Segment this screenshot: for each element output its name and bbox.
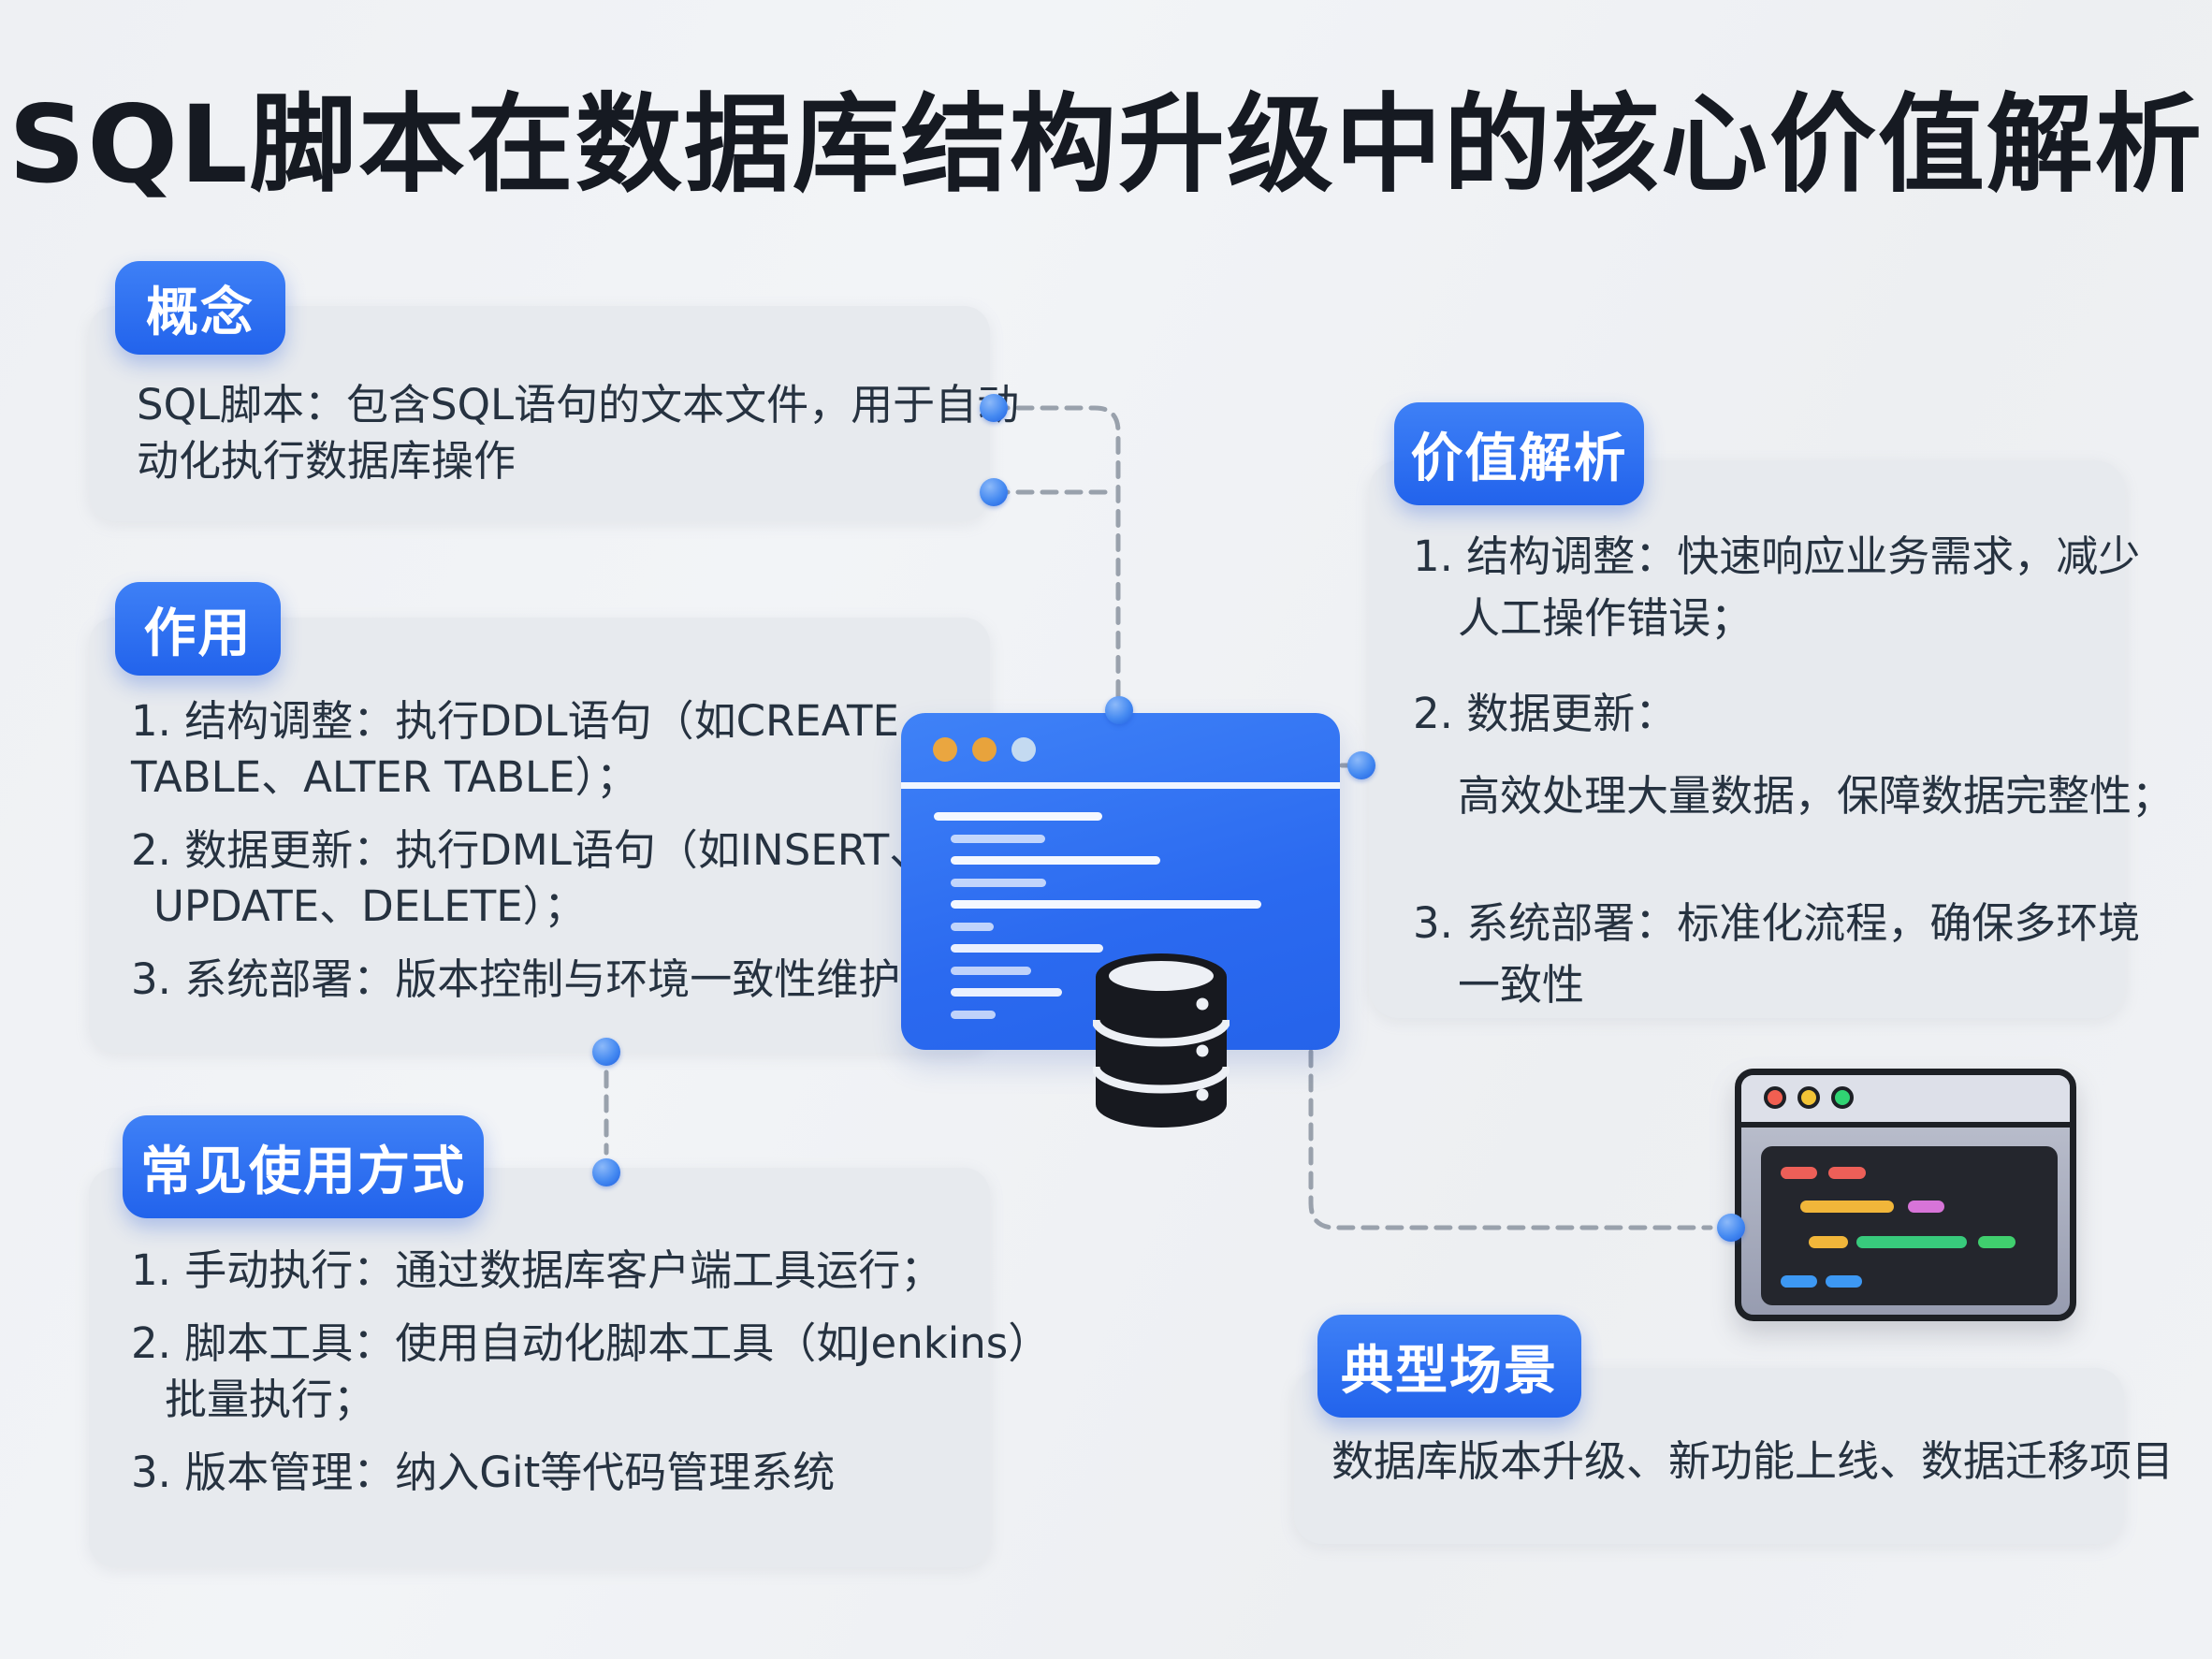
window-control-dot-icon — [972, 737, 997, 762]
window-control-dot-icon — [1011, 737, 1036, 762]
database-dot — [1196, 1044, 1209, 1057]
badge-scenario-label: 典型场景 — [1341, 1340, 1558, 1402]
badge-concept-label: 概念 — [146, 282, 255, 343]
code-segment — [1908, 1201, 1944, 1213]
usage-line: 批量执行； — [165, 1375, 376, 1424]
connector-dot — [592, 1158, 620, 1186]
value-line: 人工操作错误； — [1458, 593, 1754, 643]
database-dot — [1196, 1088, 1209, 1101]
usage-item: 2. 脚本工具：使用自动化脚本工具（如Jenkins） 批量执行； — [131, 1316, 1051, 1428]
code-segment — [1809, 1236, 1848, 1248]
role-line: 3. 系统部署：版本控制与环境一致性维护 — [131, 954, 901, 1004]
code-line — [951, 923, 994, 931]
value-line: 高效处理大量数据，保障数据完整性； — [1458, 771, 2175, 821]
role-line: UPDATE、DELETE）； — [153, 881, 587, 931]
window-separator — [901, 782, 1340, 789]
connector-dot — [980, 394, 1008, 422]
window-control-dot-icon — [933, 737, 957, 762]
code-line — [951, 944, 1103, 953]
badge-value-label: 价值解析 — [1410, 428, 1628, 489]
connector-dot — [592, 1038, 620, 1066]
role-item: 3. 系统部署：版本控制与环境一致性维护 — [131, 952, 962, 1008]
code-segment — [1978, 1236, 2016, 1248]
code-segment — [1828, 1167, 1866, 1179]
editor-titlebar — [1741, 1075, 2070, 1128]
code-segment — [1856, 1236, 1967, 1248]
code-line — [951, 900, 1261, 909]
traffic-light-green-icon — [1831, 1086, 1854, 1109]
code-line — [934, 812, 1102, 821]
card-concept: SQL脚本：包含SQL语句的文本文件，用于自动 动化执行数据库操作 — [89, 306, 1020, 521]
code-line — [951, 988, 1062, 997]
code-segment — [1781, 1167, 1817, 1179]
card-role: 1. 结构调整：执行DDL语句（如CREATE TABLE、ALTER TABL… — [89, 618, 990, 1053]
connector-dot — [1105, 696, 1133, 724]
database-stripe — [1093, 1066, 1230, 1094]
code-line — [951, 879, 1046, 887]
usage-line: 3. 版本管理：纳入Git等代码管理系统 — [131, 1448, 836, 1497]
card-usage: 1. 手动执行：通过数据库客户端工具运行； 2. 脚本工具：使用自动化脚本工具（… — [89, 1168, 1051, 1567]
database-stripe — [1093, 1019, 1230, 1047]
role-item: 1. 结构调整：执行DDL语句（如CREATE TABLE、ALTER TABL… — [131, 693, 962, 806]
usage-item: 3. 版本管理：纳入Git等代码管理系统 — [131, 1445, 962, 1501]
scenario-line: 数据库版本升级、新功能上线、数据迁移项目 — [1332, 1436, 2175, 1486]
connector-concept-to-window — [991, 405, 1121, 699]
role-line: 2. 数据更新：执行DML语句（如INSERT、 — [131, 825, 932, 875]
database-icon — [1093, 953, 1230, 1128]
code-editor-illustration — [1735, 1069, 2076, 1321]
connector-dot — [1347, 751, 1375, 779]
traffic-light-red-icon — [1764, 1086, 1786, 1109]
badge-concept: 概念 — [115, 261, 285, 355]
card-value: 1. 结构调整：快速响应业务需求，减少 人工操作错误； 2. 数据更新： 高效处… — [1369, 460, 2175, 1018]
badge-usage-label: 常见使用方式 — [140, 1141, 466, 1202]
code-segment — [1826, 1275, 1862, 1288]
role-line: TABLE、ALTER TABLE）； — [131, 752, 638, 802]
value-line: 1. 结构调整：快速响应业务需求，减少 — [1413, 531, 2141, 581]
badge-role: 作用 — [115, 582, 281, 676]
value-item: 3. 系统部署：标准化流程，确保多环境 一致性 — [1413, 893, 2141, 1016]
badge-role-label: 作用 — [143, 603, 253, 664]
value-line: 2. 数据更新： — [1413, 689, 1678, 738]
role-line: 1. 结构调整：执行DDL语句（如CREATE — [131, 696, 899, 746]
connector-dot — [980, 478, 1008, 506]
value-item: 2. 数据更新： 高效处理大量数据，保障数据完整性； — [1413, 683, 2175, 827]
usage-line: 2. 脚本工具：使用自动化脚本工具（如Jenkins） — [131, 1318, 1051, 1368]
value-line: 3. 系统部署：标准化流程，确保多环境 — [1413, 898, 2141, 948]
code-segment — [1800, 1201, 1894, 1213]
code-segment — [1781, 1275, 1817, 1288]
code-line — [951, 856, 1160, 865]
badge-value: 价值解析 — [1394, 402, 1644, 505]
database-dot — [1196, 997, 1209, 1011]
concept-line: 动化执行数据库操作 — [137, 436, 517, 486]
role-item: 2. 数据更新：执行DML语句（如INSERT、 UPDATE、DELETE）； — [131, 822, 962, 935]
database-top — [1109, 961, 1214, 991]
code-line — [951, 967, 1031, 975]
editor-code-panel — [1761, 1146, 2058, 1305]
value-line: 一致性 — [1458, 960, 1585, 1010]
page-title: SQL脚本在数据库结构升级中的核心价值解析 — [8, 82, 2204, 207]
badge-usage: 常见使用方式 — [123, 1115, 484, 1218]
connector-window-to-editor — [1308, 1049, 1713, 1230]
usage-item: 1. 手动执行：通过数据库客户端工具运行； — [131, 1243, 962, 1299]
badge-scenario: 典型场景 — [1317, 1315, 1581, 1418]
connector-dot — [1717, 1214, 1745, 1242]
usage-line: 1. 手动执行：通过数据库客户端工具运行； — [131, 1245, 943, 1295]
traffic-light-yellow-icon — [1797, 1086, 1820, 1109]
code-line — [951, 1011, 996, 1019]
concept-line: SQL脚本：包含SQL语句的文本文件，用于自动 — [137, 380, 1020, 429]
value-item: 1. 结构调整：快速响应业务需求，减少 人工操作错误； — [1413, 526, 2141, 649]
code-line — [951, 835, 1045, 843]
